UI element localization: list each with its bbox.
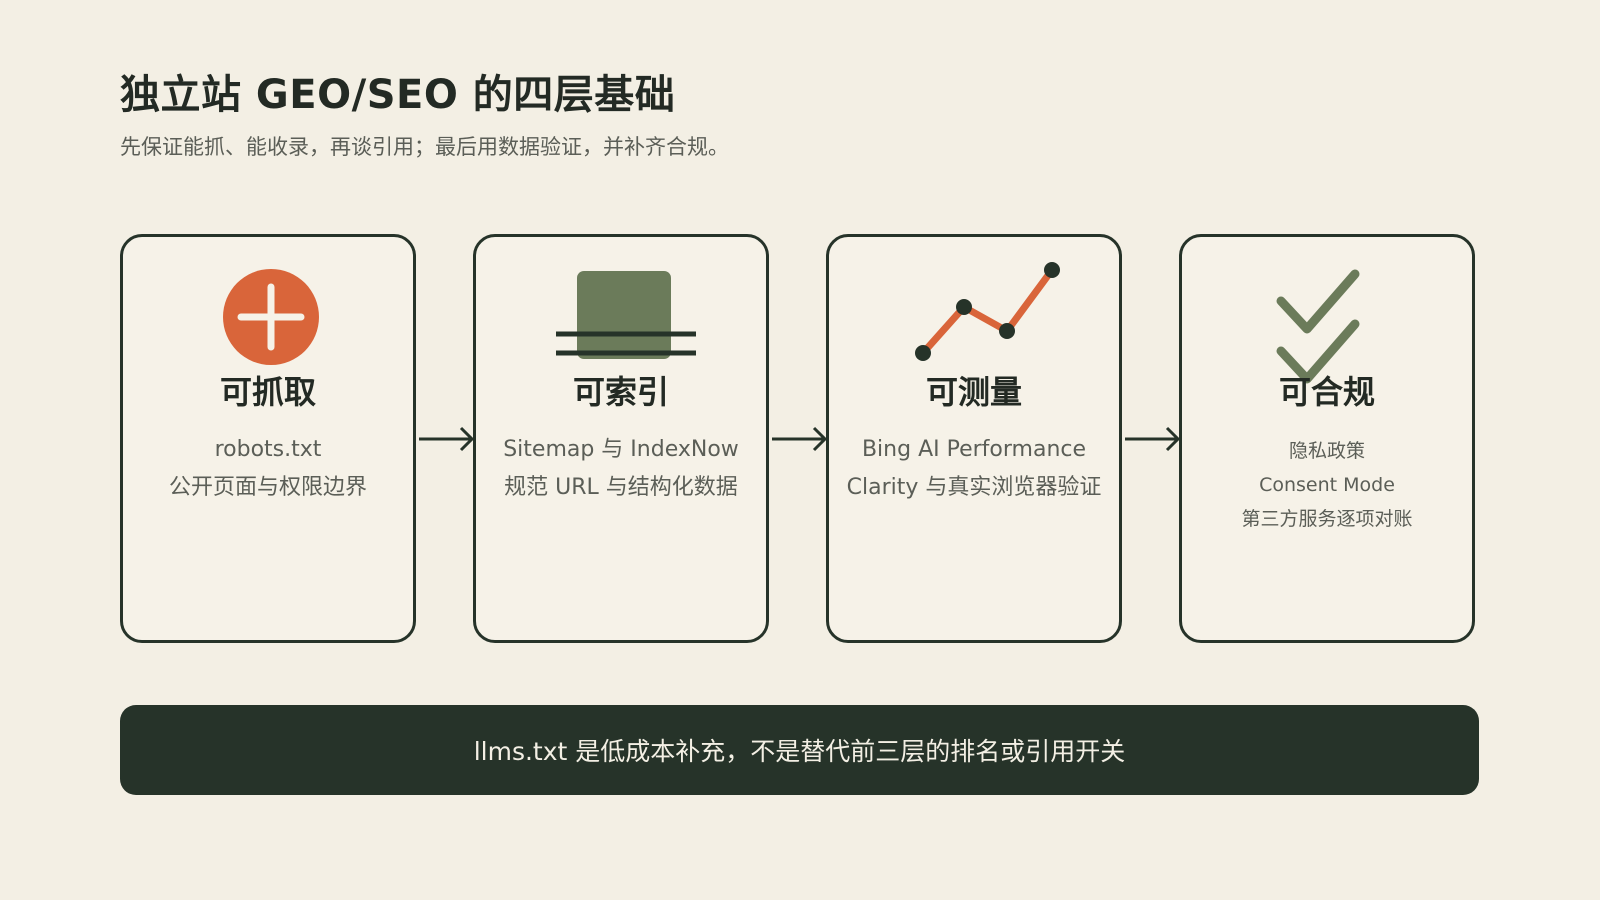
layer-card-compliant: 可合规 隐私政策 Consent Mode 第三方服务逐项对账 — [1179, 234, 1475, 643]
arrow-right-icon — [772, 426, 828, 452]
layer-detail-line: 第三方服务逐项对账 — [1241, 508, 1413, 530]
index-block-icon — [476, 237, 766, 387]
page-title: 独立站 GEO/SEO 的四层基础 — [120, 72, 676, 118]
layer-card-crawlable: 可抓取 robots.txt 公开页面与权限边界 — [120, 234, 416, 643]
layer-title: 可合规 — [1278, 373, 1375, 411]
layer-details: Bing AI Performance Clarity 与真实浏览器验证 — [829, 431, 1119, 507]
layer-detail-line: Sitemap 与 IndexNow — [503, 437, 739, 462]
llms-note-banner: llms.txt 是低成本补充，不是替代前三层的排名或引用开关 — [120, 705, 1479, 795]
layer-detail-line: Clarity 与真实浏览器验证 — [846, 475, 1102, 500]
banner-text: llms.txt 是低成本补充，不是替代前三层的排名或引用开关 — [473, 737, 1126, 766]
plus-circle-icon — [123, 237, 413, 387]
layer-title: 可索引 — [572, 373, 669, 411]
layer-detail-line: 公开页面与权限边界 — [168, 475, 367, 500]
layer-title: 可测量 — [925, 373, 1022, 411]
layer-details: 隐私政策 Consent Mode 第三方服务逐项对账 — [1182, 434, 1472, 536]
arrow-right-icon — [419, 426, 475, 452]
layer-details: Sitemap 与 IndexNow 规范 URL 与结构化数据 — [476, 431, 766, 507]
layer-details: robots.txt 公开页面与权限边界 — [123, 431, 413, 507]
layer-card-measurable: 可测量 Bing AI Performance Clarity 与真实浏览器验证 — [826, 234, 1122, 643]
trend-line-icon — [829, 237, 1119, 387]
layer-detail-line: Bing AI Performance — [861, 437, 1087, 462]
layer-title: 可抓取 — [219, 373, 316, 411]
layer-detail-line: Consent Mode — [1259, 474, 1395, 496]
layer-detail-line: 隐私政策 — [1288, 440, 1365, 462]
layer-card-indexable: 可索引 Sitemap 与 IndexNow 规范 URL 与结构化数据 — [473, 234, 769, 643]
layer-detail-line: robots.txt — [214, 437, 322, 462]
page-subtitle: 先保证能抓、能收录，再谈引用；最后用数据验证，并补齐合规。 — [120, 135, 729, 159]
arrow-right-icon — [1125, 426, 1181, 452]
layer-detail-line: 规范 URL 与结构化数据 — [504, 475, 738, 500]
double-check-icon — [1182, 237, 1472, 387]
